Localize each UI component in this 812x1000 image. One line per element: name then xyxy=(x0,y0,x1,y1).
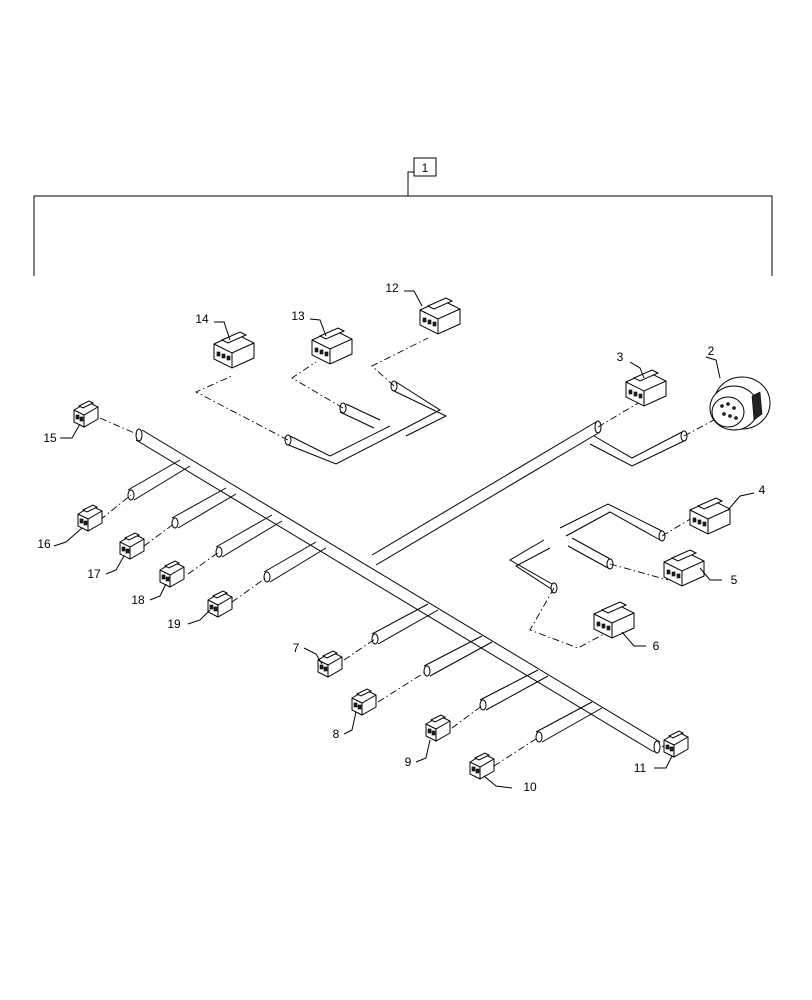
connectors xyxy=(73,297,771,780)
multi-pin-connector-icon xyxy=(625,369,667,407)
callout-11: 11 xyxy=(634,761,647,775)
small-connector-icon xyxy=(159,560,185,588)
small-connector-icon xyxy=(663,730,689,758)
callout-1: 1 xyxy=(422,161,429,175)
small-connector-icon xyxy=(469,752,495,780)
callout-numbers: 2 3 4 5 6 7 8 9 10 11 12 13 14 15 16 17 … xyxy=(37,281,765,794)
multi-pin-connector-icon xyxy=(419,297,461,335)
small-connector-icon xyxy=(119,532,145,560)
callout-12: 12 xyxy=(385,281,399,295)
callout-19: 19 xyxy=(167,617,181,631)
callout-13: 13 xyxy=(291,309,305,323)
multi-pin-connector-icon xyxy=(663,549,705,587)
left-branches xyxy=(127,459,327,583)
callout-6: 6 xyxy=(653,639,660,653)
callout-18: 18 xyxy=(131,593,145,607)
callout-leaders xyxy=(53,290,755,789)
assembly-bracket: 1 xyxy=(33,157,773,276)
callout-9: 9 xyxy=(405,755,412,769)
connection-lines xyxy=(99,337,715,767)
callout-5: 5 xyxy=(731,573,738,587)
callout-14: 14 xyxy=(195,312,209,326)
callout-8: 8 xyxy=(333,727,340,741)
multi-pin-connector-icon xyxy=(689,497,731,535)
callout-7: 7 xyxy=(293,641,300,655)
small-connector-icon xyxy=(77,504,103,532)
multi-pin-connector-icon xyxy=(593,601,635,639)
callout-2: 2 xyxy=(708,344,715,358)
callout-4: 4 xyxy=(759,483,766,497)
small-connector-icon xyxy=(73,400,99,428)
small-connector-icon xyxy=(425,714,451,742)
main-trunk xyxy=(135,420,661,754)
callout-box-1 xyxy=(413,157,437,177)
multi-pin-connector-icon xyxy=(311,327,353,365)
callout-10: 10 xyxy=(523,780,537,794)
small-connector-icon xyxy=(207,590,233,618)
upper-branches xyxy=(284,380,448,465)
multi-pin-connector-icon xyxy=(213,331,255,369)
lower-branches xyxy=(371,603,603,743)
callout-16: 16 xyxy=(37,537,51,551)
callout-17: 17 xyxy=(87,567,101,581)
callout-3: 3 xyxy=(617,350,624,364)
callout-15: 15 xyxy=(43,431,57,445)
right-branches xyxy=(509,430,688,594)
round-connector-icon xyxy=(709,376,771,431)
small-connector-icon xyxy=(351,688,377,716)
